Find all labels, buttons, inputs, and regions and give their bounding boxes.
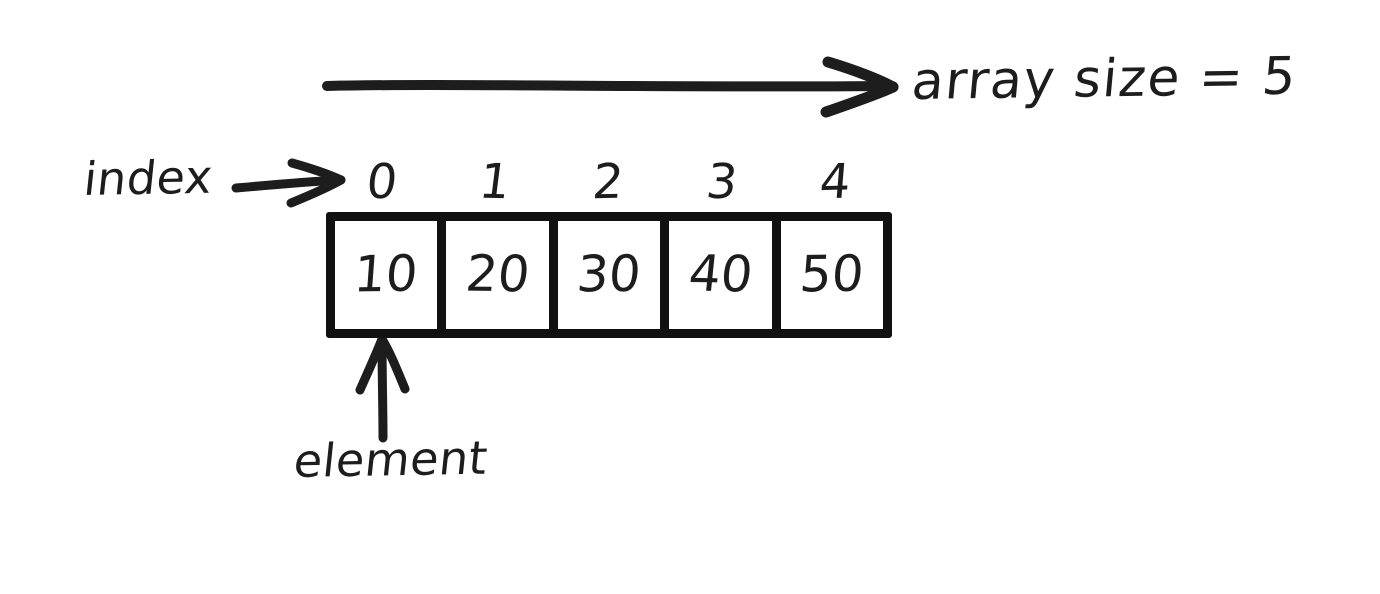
array-cell-0: 10 <box>335 221 447 329</box>
array-cell-value-4: 50 <box>797 244 866 304</box>
array-container: 10 20 30 40 50 <box>326 212 892 338</box>
array-cell-value-1: 20 <box>462 244 533 304</box>
index-number-0: 0 <box>363 154 401 210</box>
element-arrow-up-icon <box>355 334 410 443</box>
array-cell-value-3: 40 <box>685 244 756 304</box>
array-cell-1: 20 <box>446 221 558 329</box>
index-number-3: 3 <box>702 153 741 211</box>
index-number-2: 2 <box>590 153 627 211</box>
index-number-4: 4 <box>817 153 853 211</box>
array-cell-2: 30 <box>557 221 670 329</box>
index-label: index <box>81 149 216 206</box>
array-cell-3: 40 <box>669 221 781 329</box>
array-cell-value-0: 10 <box>352 244 421 304</box>
span-arrow-right-icon <box>322 56 899 118</box>
array-size-label: array size = 5 <box>909 46 1300 112</box>
array-cell-4: 50 <box>780 221 884 329</box>
element-label: element <box>291 430 491 488</box>
array-cell-value-2: 30 <box>574 244 644 304</box>
index-number-1: 1 <box>476 153 514 211</box>
index-number-row: 0 1 2 3 4 <box>326 146 892 211</box>
